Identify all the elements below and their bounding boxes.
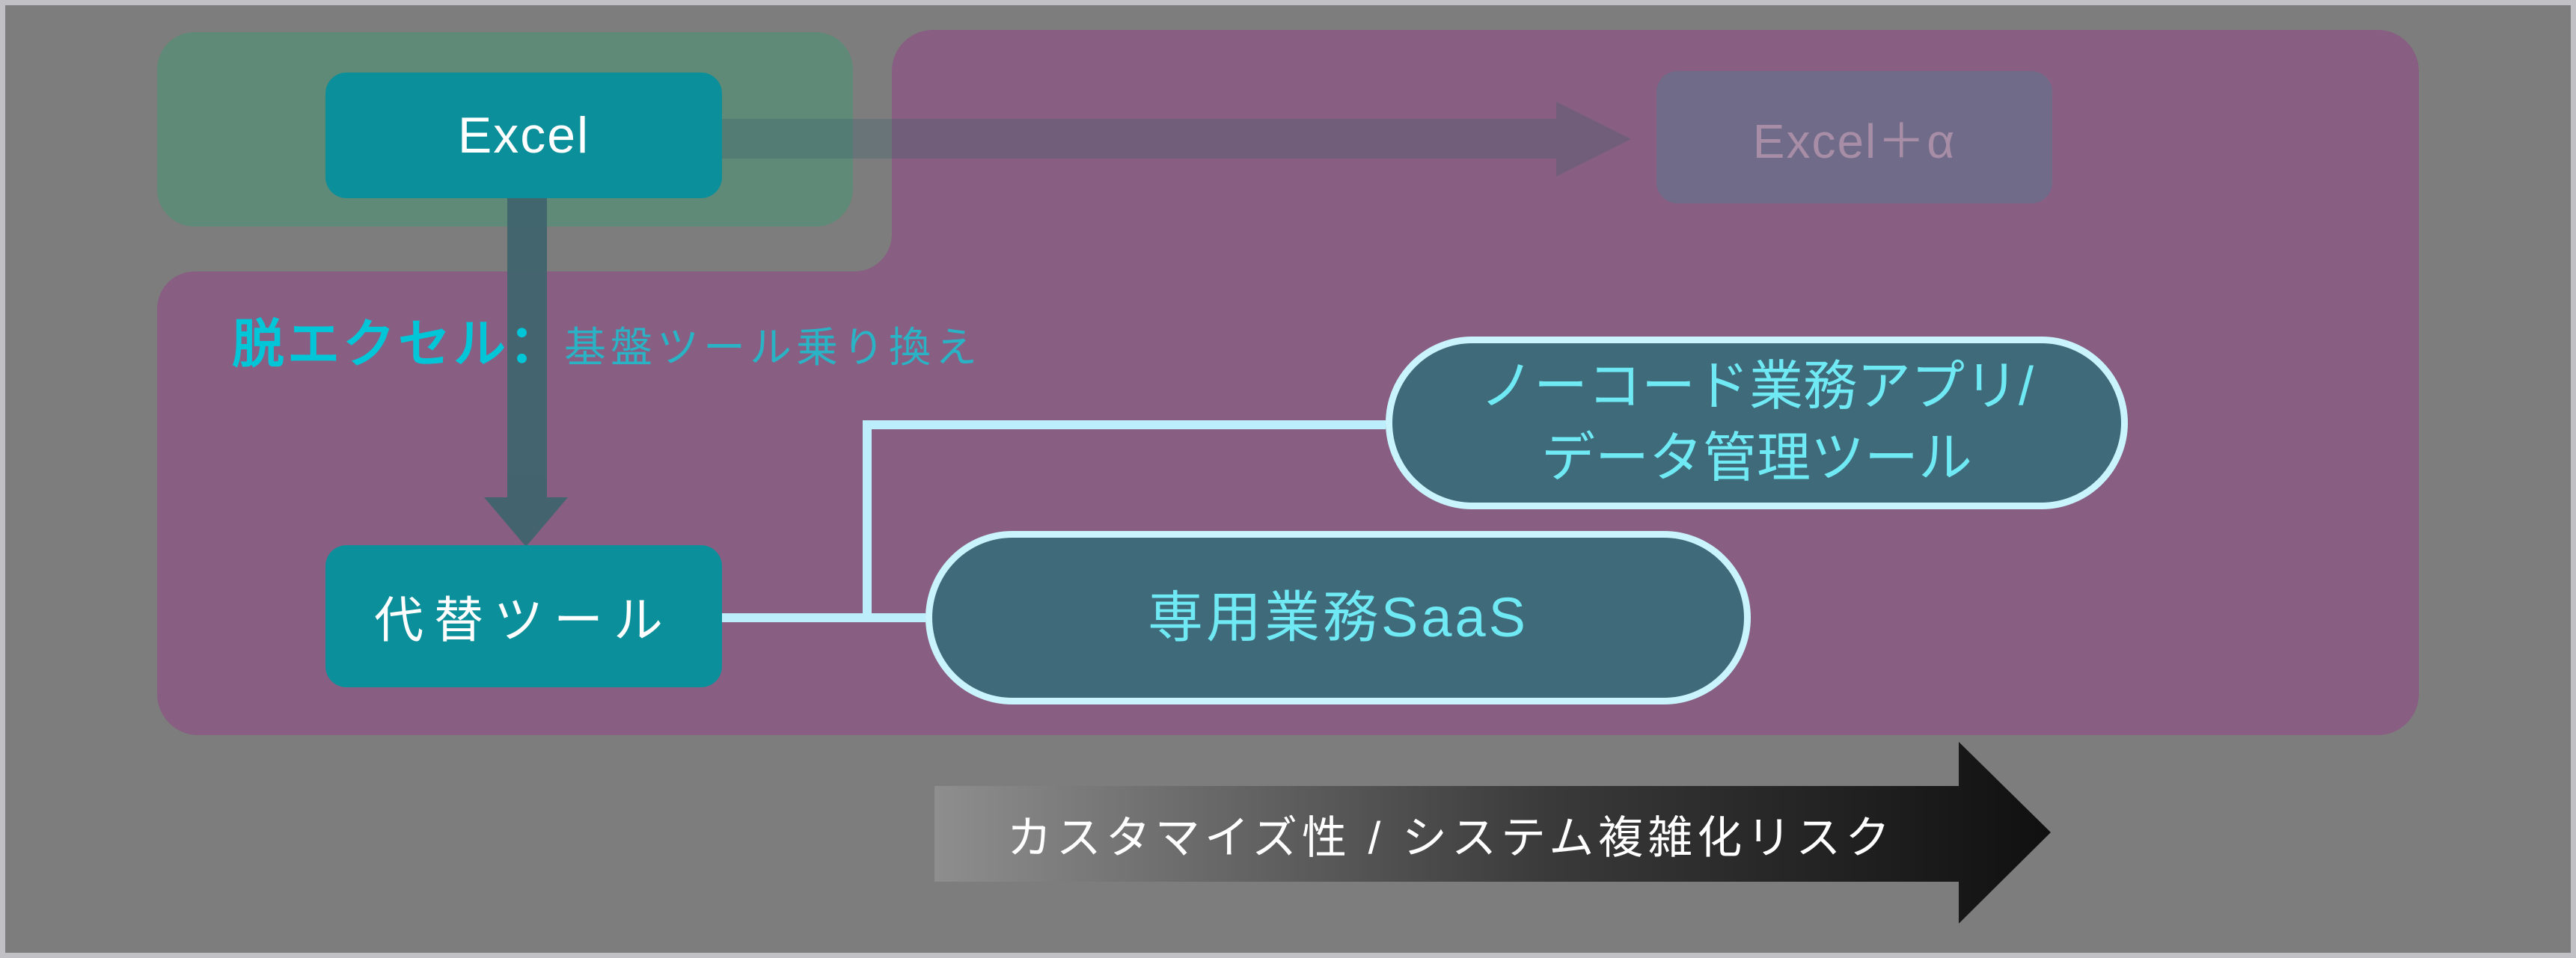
excel-plus-alpha-node: Excel＋α <box>1656 71 2052 203</box>
datsu-excel-heading: 脱エクセル： <box>232 315 564 373</box>
connector-lines <box>722 420 1386 622</box>
excel-to-excelplus-arrow-head <box>1556 102 1631 176</box>
excel-to-alternative-arrow-head <box>484 497 568 547</box>
datsu-excel-detail: 基盤ツール乗り換え <box>564 324 982 371</box>
excel-to-alternative-arrow-shaft <box>507 198 547 497</box>
risk-axis-label: カスタマイズ性 / システム複雑化リスク <box>1006 812 1895 863</box>
nocode-pill: ノーコード業務アプリ/ データ管理ツール <box>1386 337 2128 509</box>
nocode-pill-line1: ノーコード業務アプリ/ <box>1479 357 2034 417</box>
purple-zone-shape <box>157 30 2419 735</box>
risk-axis-arrow <box>934 742 2051 924</box>
saas-pill: 専用業務SaaS <box>926 531 1751 704</box>
datsu-excel-annotation: 脱エクセル： 基盤ツール乗り換え <box>232 302 982 378</box>
excel-to-excelplus-arrow <box>722 102 1631 176</box>
excel-to-alternative-arrow <box>484 198 568 547</box>
excel-to-excelplus-arrow-shaft <box>722 119 1556 159</box>
excel-node: Excel <box>325 73 722 198</box>
alternative-tool-label: 代替ツール <box>374 592 673 648</box>
excel-plus-alpha-label: Excel＋α <box>1752 114 1957 168</box>
excel-node-label: Excel <box>457 107 590 164</box>
alternative-tool-node: 代替ツール <box>325 545 722 687</box>
saas-pill-label: 専用業務SaaS <box>1147 586 1529 649</box>
connector-alt-to-nocode <box>863 420 1386 622</box>
nocode-pill-line2: データ管理ツール <box>1541 428 1972 488</box>
